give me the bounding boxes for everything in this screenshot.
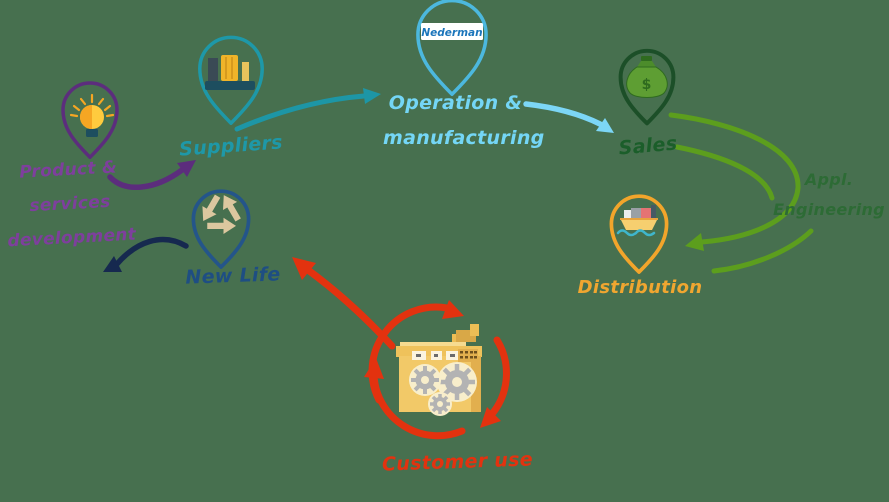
sales-label: Sales: [617, 132, 679, 160]
cargo-ship-icon: [616, 205, 658, 237]
arrow-sales-to-appl-engineering: [668, 112, 801, 245]
arrow-new-life-to-development: [103, 236, 189, 272]
factory-icon: [205, 55, 255, 90]
customer-use-label: Customer use: [381, 448, 534, 476]
suppliers-pin: [198, 35, 264, 125]
money-bag-icon: $: [626, 56, 668, 98]
machine-grille: [458, 349, 478, 362]
appl-engineering-label: Appl. Engineering: [773, 170, 885, 220]
new-life-pin: [191, 189, 251, 269]
customer-use-loop-arrow: [364, 300, 510, 440]
arrow-customer-to-new-life: [292, 257, 396, 350]
gear-medium: [409, 364, 441, 396]
gear-large: [437, 362, 477, 402]
sales-pin: [618, 48, 676, 126]
distribution-label: Distribution: [577, 277, 703, 298]
arrow-operation-to-sales: [523, 101, 614, 133]
nederman-logo: Nederman: [421, 23, 483, 40]
new-life-label: New Life: [185, 263, 281, 289]
lightbulb-icon: [69, 93, 115, 137]
recycle-icon: [202, 194, 241, 234]
gear-small: [428, 392, 452, 416]
arrow-appl-engineering-to-distribution: [685, 228, 814, 274]
product-development-label: Product & services development: [6, 157, 137, 252]
product-development-pin: [61, 81, 119, 159]
operation-pin: [416, 0, 488, 97]
nederman-logo-text: Nederman: [421, 27, 482, 39]
operation-manufacturing-label: Operation & manufacturing: [383, 92, 545, 150]
arrow-product-to-suppliers: [107, 160, 196, 190]
distribution-pin: [609, 194, 669, 274]
machine-icon: [396, 324, 482, 416]
svg-text:$: $: [642, 77, 652, 93]
arrow-suppliers-to-operation: [234, 88, 381, 132]
machine-gauges: [412, 351, 460, 360]
